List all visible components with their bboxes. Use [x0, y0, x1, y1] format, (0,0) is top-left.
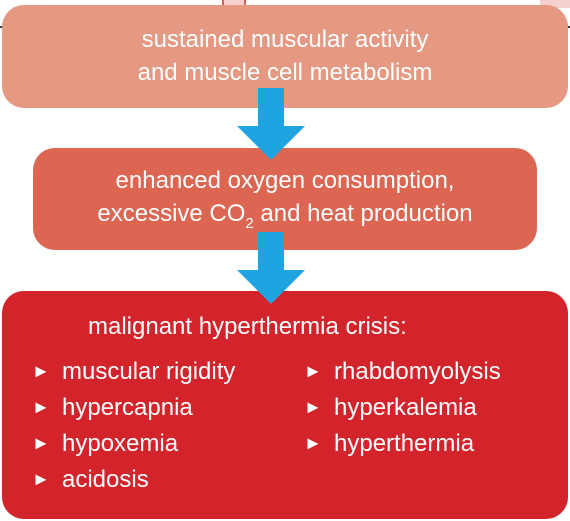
right-pointer-icon: ►: [32, 397, 50, 417]
right-pointer-icon: ►: [304, 397, 322, 417]
top-tab-fragment: [222, 0, 246, 8]
right-pointer-icon: ►: [32, 433, 50, 453]
right-pointer-icon: ►: [32, 469, 50, 489]
symptom-label: rhabdomyolysis: [334, 358, 501, 385]
effect-line-2-post: and heat production: [253, 200, 473, 227]
right-pointer-icon: ►: [304, 361, 322, 381]
symptom-label: hyperthermia: [334, 430, 475, 457]
right-pointer-icon: ►: [304, 433, 322, 453]
effect-line-2-subscript: 2: [245, 215, 254, 232]
effect-box: enhanced oxygen consumption, excessive C…: [33, 148, 537, 250]
symptom-label: hypoxemia: [62, 430, 179, 457]
symptom-item: ► hyperthermia: [304, 430, 474, 458]
effect-line-1: enhanced oxygen consumption,: [115, 167, 455, 194]
top-right-fragment: [540, 0, 570, 8]
symptom-item: ► muscular rigidity: [32, 358, 235, 386]
down-arrow-icon: [237, 88, 305, 160]
symptom-item: ► rhabdomyolysis: [304, 358, 501, 386]
crisis-box: malignant hyperthermia crisis: ► muscular…: [2, 291, 568, 519]
down-arrow-icon: [237, 232, 305, 304]
symptom-label: acidosis: [62, 466, 149, 493]
symptom-label: muscular rigidity: [62, 358, 236, 385]
cause-line-2: and muscle cell metabolism: [137, 59, 433, 86]
symptom-label: hyperkalemia: [334, 394, 477, 421]
symptom-item: ► acidosis: [32, 466, 149, 494]
effect-line-2-pre: excessive CO: [97, 200, 246, 227]
cause-line-1: sustained muscular activity: [141, 26, 429, 53]
cause-box: sustained muscular activity and muscle c…: [2, 5, 568, 108]
symptom-label: hypercapnia: [62, 394, 193, 421]
symptom-item: ► hyperkalemia: [304, 394, 477, 422]
right-pointer-icon: ►: [32, 361, 50, 381]
crisis-title: malignant hyperthermia crisis:: [88, 313, 407, 340]
symptom-item: ► hypoxemia: [32, 430, 178, 458]
symptom-item: ► hypercapnia: [32, 394, 193, 422]
effect-line-2: excessive CO2 and heat production: [33, 197, 537, 233]
